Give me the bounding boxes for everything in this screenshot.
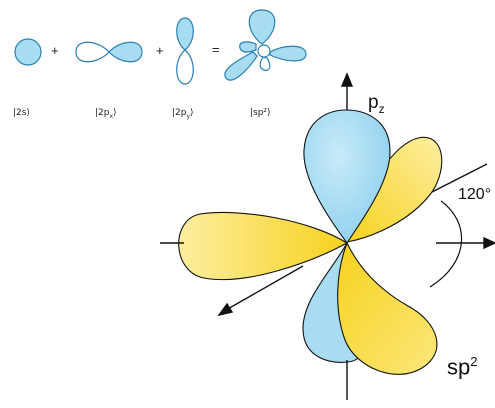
pz-axis-label: pz [368,92,385,116]
ket-2px-label: |2px⟩ [95,108,117,120]
ket-2s-label: |2s⟩ [13,108,30,118]
sp2-label: sp2 [447,354,477,380]
ket-2px-sub: x [109,112,114,120]
equals-sign: = [212,42,220,57]
sp2-sup: 2 [470,354,478,369]
orbital-2s-icon [14,38,42,66]
ket-2px-close: ⟩ [113,108,117,118]
axes [160,72,495,400]
orbital-2px-icon [75,41,143,63]
sp2-lobe-lower-right [337,241,438,375]
ket-sp2-label: |sp²⟩ [250,108,271,118]
ket-2py-label: |2py⟩ [172,108,194,120]
ket-2py-close: ⟩ [190,108,194,118]
angle-arc [429,200,462,288]
plus-sign-1: + [51,43,59,58]
sp2-lobe-left [178,211,349,281]
ket-2px-main: |2p [95,108,110,118]
ket-2py-sub: y [186,112,191,120]
plus-sign-2: + [156,43,164,58]
ket-2py-main: |2p [172,108,187,118]
sp2-main: sp [447,354,471,380]
pz-sub: z [378,101,385,116]
orbital-sp2-icon [224,9,307,81]
pz-lobe-top [303,109,391,244]
angle-label: 120° [458,186,492,203]
orbital-2py-icon [176,17,194,85]
pz-main: p [368,92,379,113]
